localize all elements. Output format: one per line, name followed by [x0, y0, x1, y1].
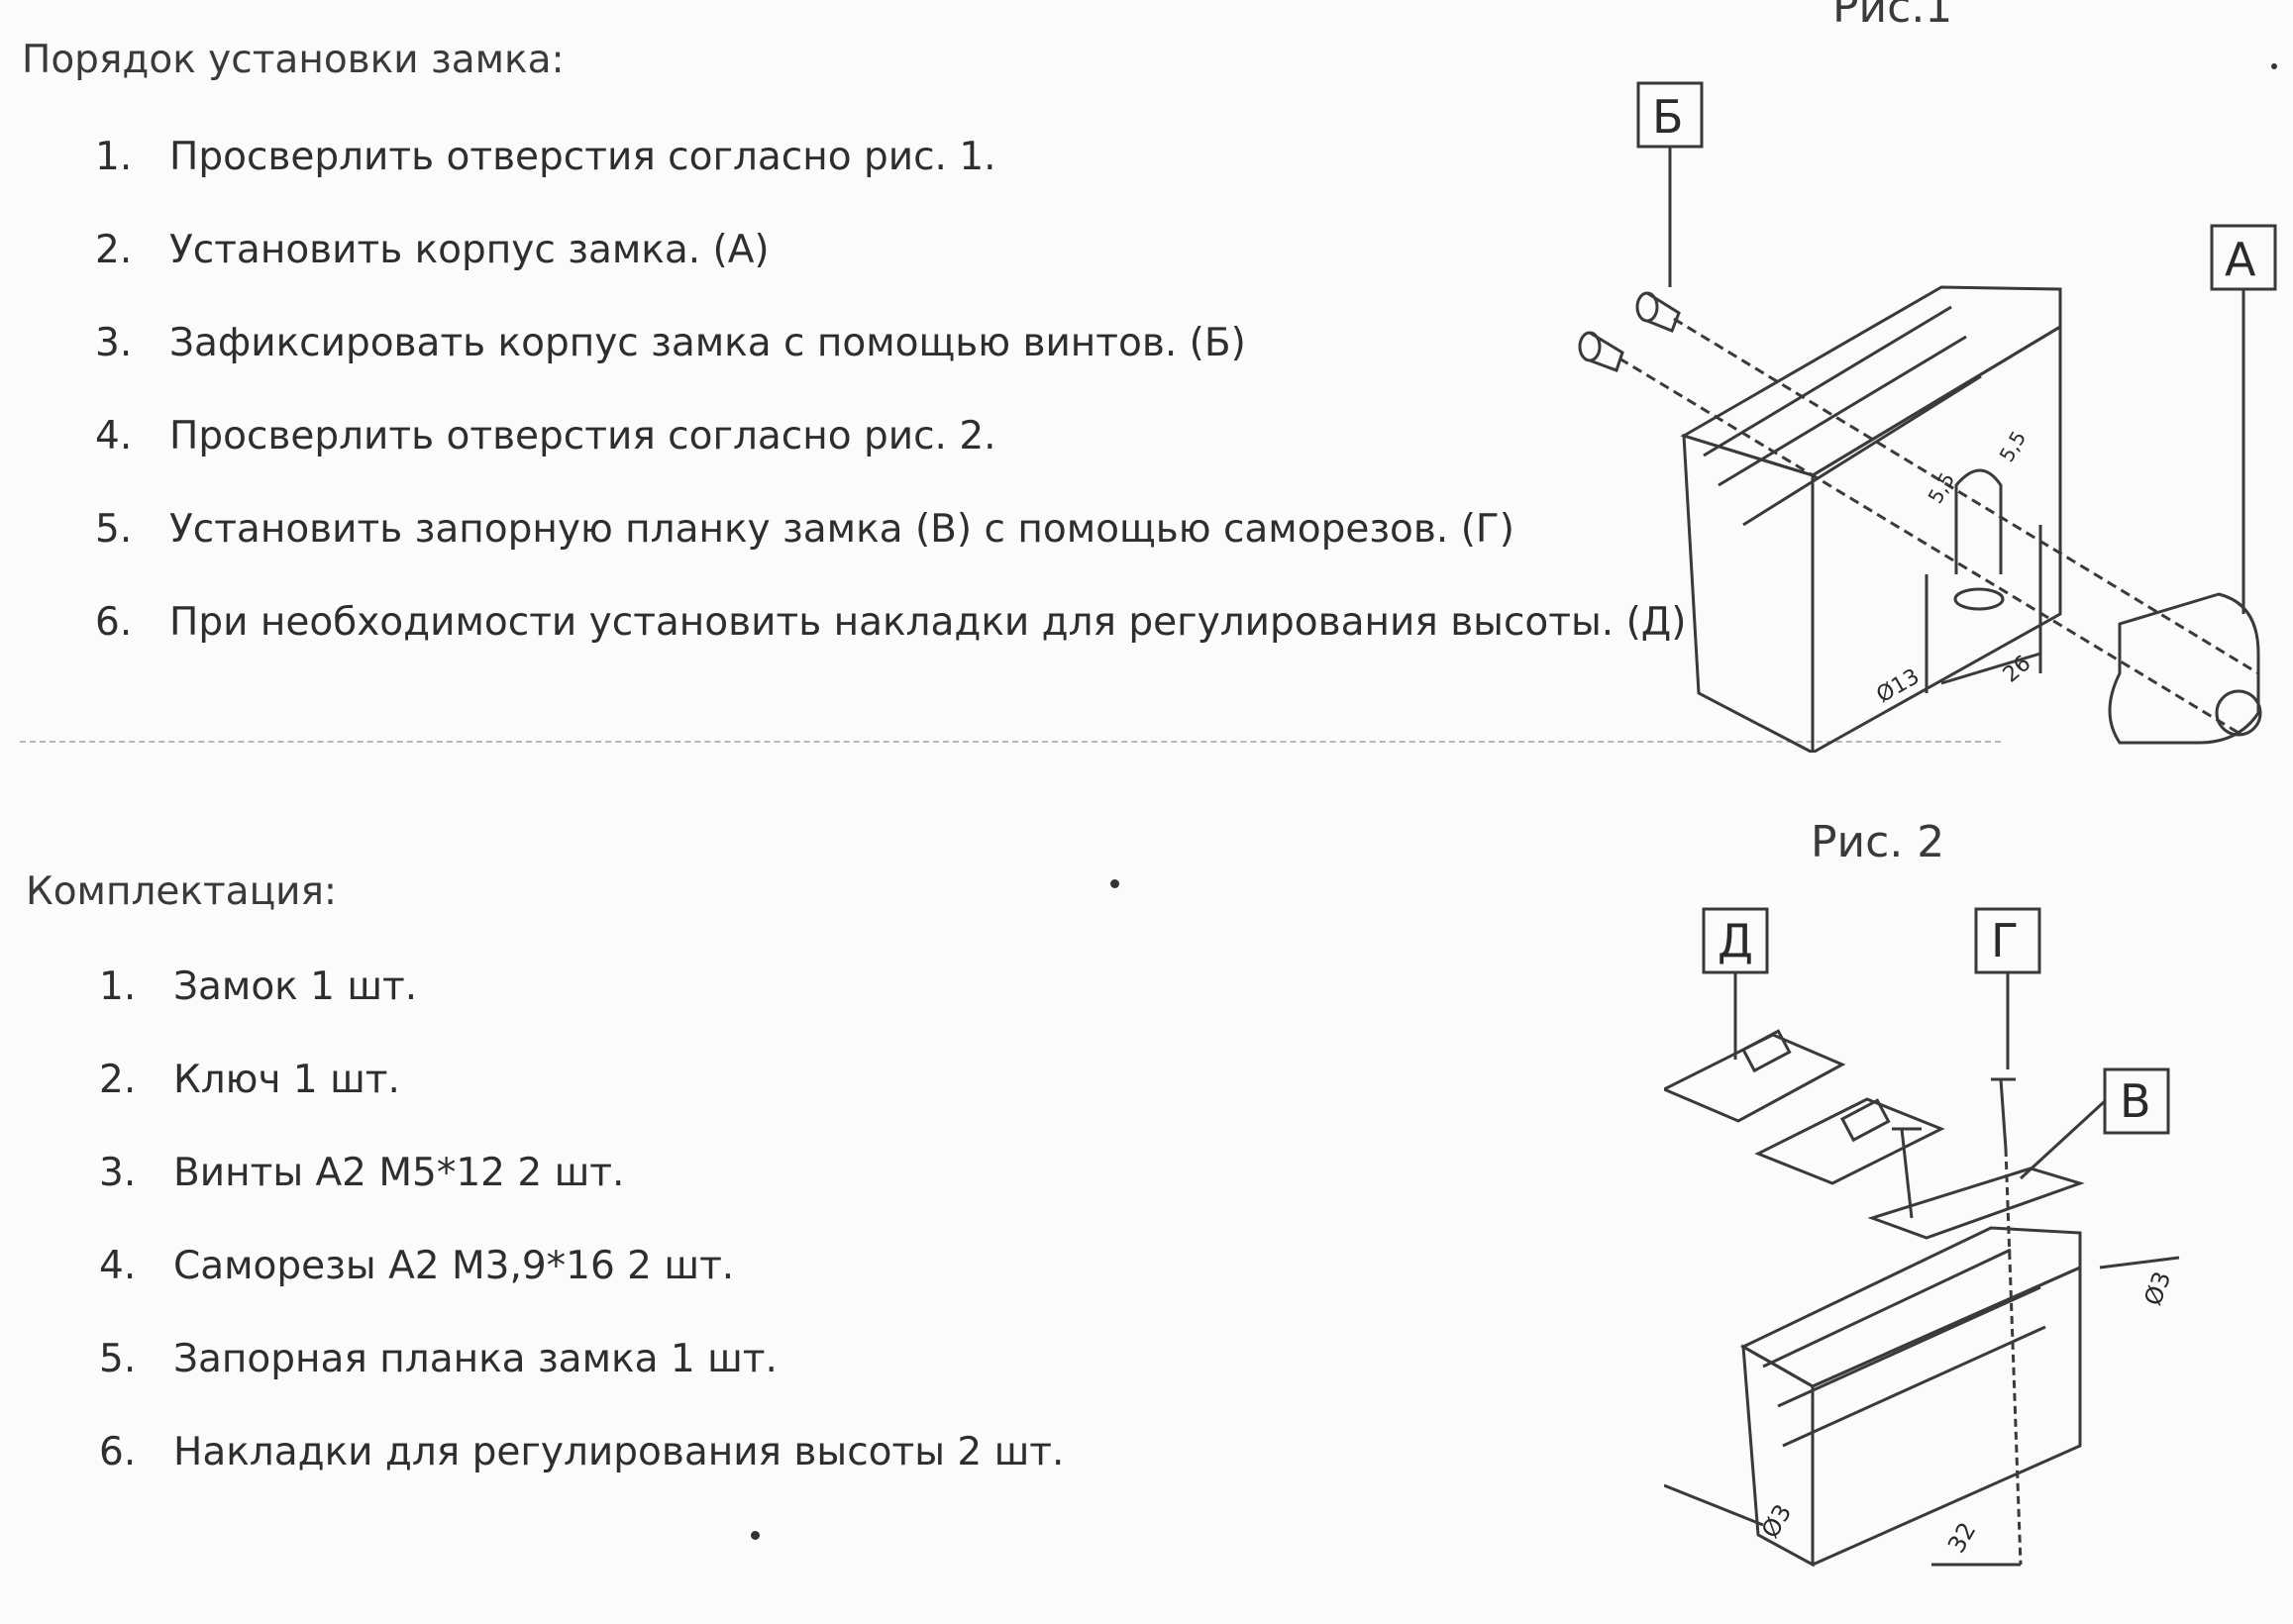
install-heading: Порядок установки замка: — [22, 38, 565, 82]
item-text: Просверлить отверстия согласно рис. 2. — [169, 414, 996, 458]
item-text: Накладки для регулирования высоты 2 шт. — [173, 1430, 1065, 1474]
item-text: Установить запорную планку замка (В) с п… — [169, 507, 1514, 552]
scan-speck — [1110, 879, 1119, 888]
screw-upper — [1635, 291, 1681, 333]
fig1-lock-drawing: Б А 5,5 5,5 Ø13 26 — [1578, 81, 2277, 753]
kit-items-list: 1. Замок 1 шт. 2. Ключ 1 шт. 3. Винты А2 М5… — [99, 941, 1090, 1499]
list-item: 2. Ключ 1 шт. — [99, 1034, 1090, 1127]
item-text: Замок 1 шт. — [173, 964, 418, 1009]
profile-side — [1682, 433, 1815, 753]
self-tapping-screw-left — [1892, 1127, 1922, 1219]
item-text: Ключ 1 шт. — [173, 1058, 400, 1102]
fig1-caption: Рис.1 — [1832, 0, 1953, 33]
fig2-label-g: Г — [1991, 914, 2019, 967]
profile-front — [1812, 324, 2062, 753]
lock-slot — [1954, 468, 2003, 574]
scan-speck — [2271, 63, 2277, 69]
install-steps-list: 1. Просверлить отверстия согласно рис. 1.… — [95, 111, 1686, 669]
item-number: 4. — [99, 1244, 137, 1288]
fig2-strike-drawing: Д Г В Ø3 Ø3 32 — [1664, 907, 2180, 1568]
item-text: Просверлить отверстия согласно рис. 1. — [169, 135, 996, 179]
fig1-dim-13: Ø13 — [1873, 664, 1925, 708]
item-number: 6. — [99, 1430, 137, 1474]
item-text: Винты А2 М5*12 2 шт. — [173, 1151, 625, 1195]
item-text: Запорная планка замка 1 шт. — [173, 1337, 778, 1381]
self-tapping-screw-right — [1991, 1077, 2016, 1150]
list-item: 3. Винты А2 М5*12 2 шт. — [99, 1127, 1090, 1220]
list-item: 6. При необходимости установить накладки … — [95, 576, 1686, 669]
fig2-label-d: Д — [1718, 914, 1753, 967]
item-number: 2. — [99, 1058, 137, 1102]
item-number: 5. — [95, 507, 133, 552]
list-item: 4. Саморезы А2 М3,9*16 2 шт. — [99, 1220, 1090, 1313]
list-item: 1. Замок 1 шт. — [99, 941, 1090, 1034]
item-number: 5. — [99, 1337, 137, 1381]
height-shim-lower — [1754, 1097, 1945, 1185]
profile-side — [1741, 1344, 1815, 1568]
lock-cylinder — [2108, 592, 2260, 745]
fig2-caption: Рис. 2 — [1811, 817, 1945, 867]
profile-top — [1739, 1226, 2082, 1388]
list-item: 3. Зафиксировать корпус замка с помощью в… — [95, 297, 1640, 390]
scan-speck — [751, 1531, 760, 1540]
fig2-dim-03a: Ø3 — [2138, 1268, 2176, 1309]
fig1-label-b: Б — [1652, 90, 1684, 144]
callout-line-v — [2019, 1099, 2107, 1180]
screw-lower — [1578, 331, 1624, 372]
fig1-dim-55b: 5,5 — [1995, 427, 2032, 466]
strike-plate — [1867, 1167, 2085, 1240]
section-divider — [20, 741, 2001, 743]
fig2-dim-32: 32 — [1942, 1518, 1982, 1558]
item-text: Зафиксировать корпус замка с помощью вин… — [169, 321, 1246, 365]
profile-front — [1812, 1265, 2082, 1567]
item-text: Установить корпус замка. (А) — [169, 228, 770, 272]
list-item: 1. Просверлить отверстия согласно рис. 1. — [95, 111, 1640, 204]
item-number: 1. — [95, 135, 133, 179]
list-item: 5. Установить запорную планку замка (В) с… — [95, 483, 1640, 576]
item-number: 2. — [95, 228, 133, 272]
kit-heading: Комплектация: — [26, 869, 338, 914]
fig1-dim-55a: 5,5 — [1924, 468, 1960, 508]
list-item: 6. Накладки для регулирования высоты 2 шт… — [99, 1406, 1090, 1499]
list-item: 5. Запорная планка замка 1 шт. — [99, 1313, 1090, 1406]
fig2-label-v: В — [2120, 1074, 2151, 1128]
item-number: 6. — [95, 600, 133, 645]
item-text: Саморезы А2 М3,9*16 2 шт. — [173, 1244, 735, 1288]
list-item: 2. Установить корпус замка. (А) — [95, 204, 1640, 297]
list-item: 4. Просверлить отверстия согласно рис. 2. — [95, 390, 1640, 483]
item-number: 4. — [95, 414, 133, 458]
item-number: 1. — [99, 964, 137, 1009]
item-number: 3. — [99, 1151, 137, 1195]
item-number: 3. — [95, 321, 133, 365]
fig1-label-a: А — [2225, 233, 2256, 286]
item-text: При необходимости установить накладки дл… — [169, 600, 1687, 645]
height-shim-upper — [1664, 1033, 1846, 1123]
